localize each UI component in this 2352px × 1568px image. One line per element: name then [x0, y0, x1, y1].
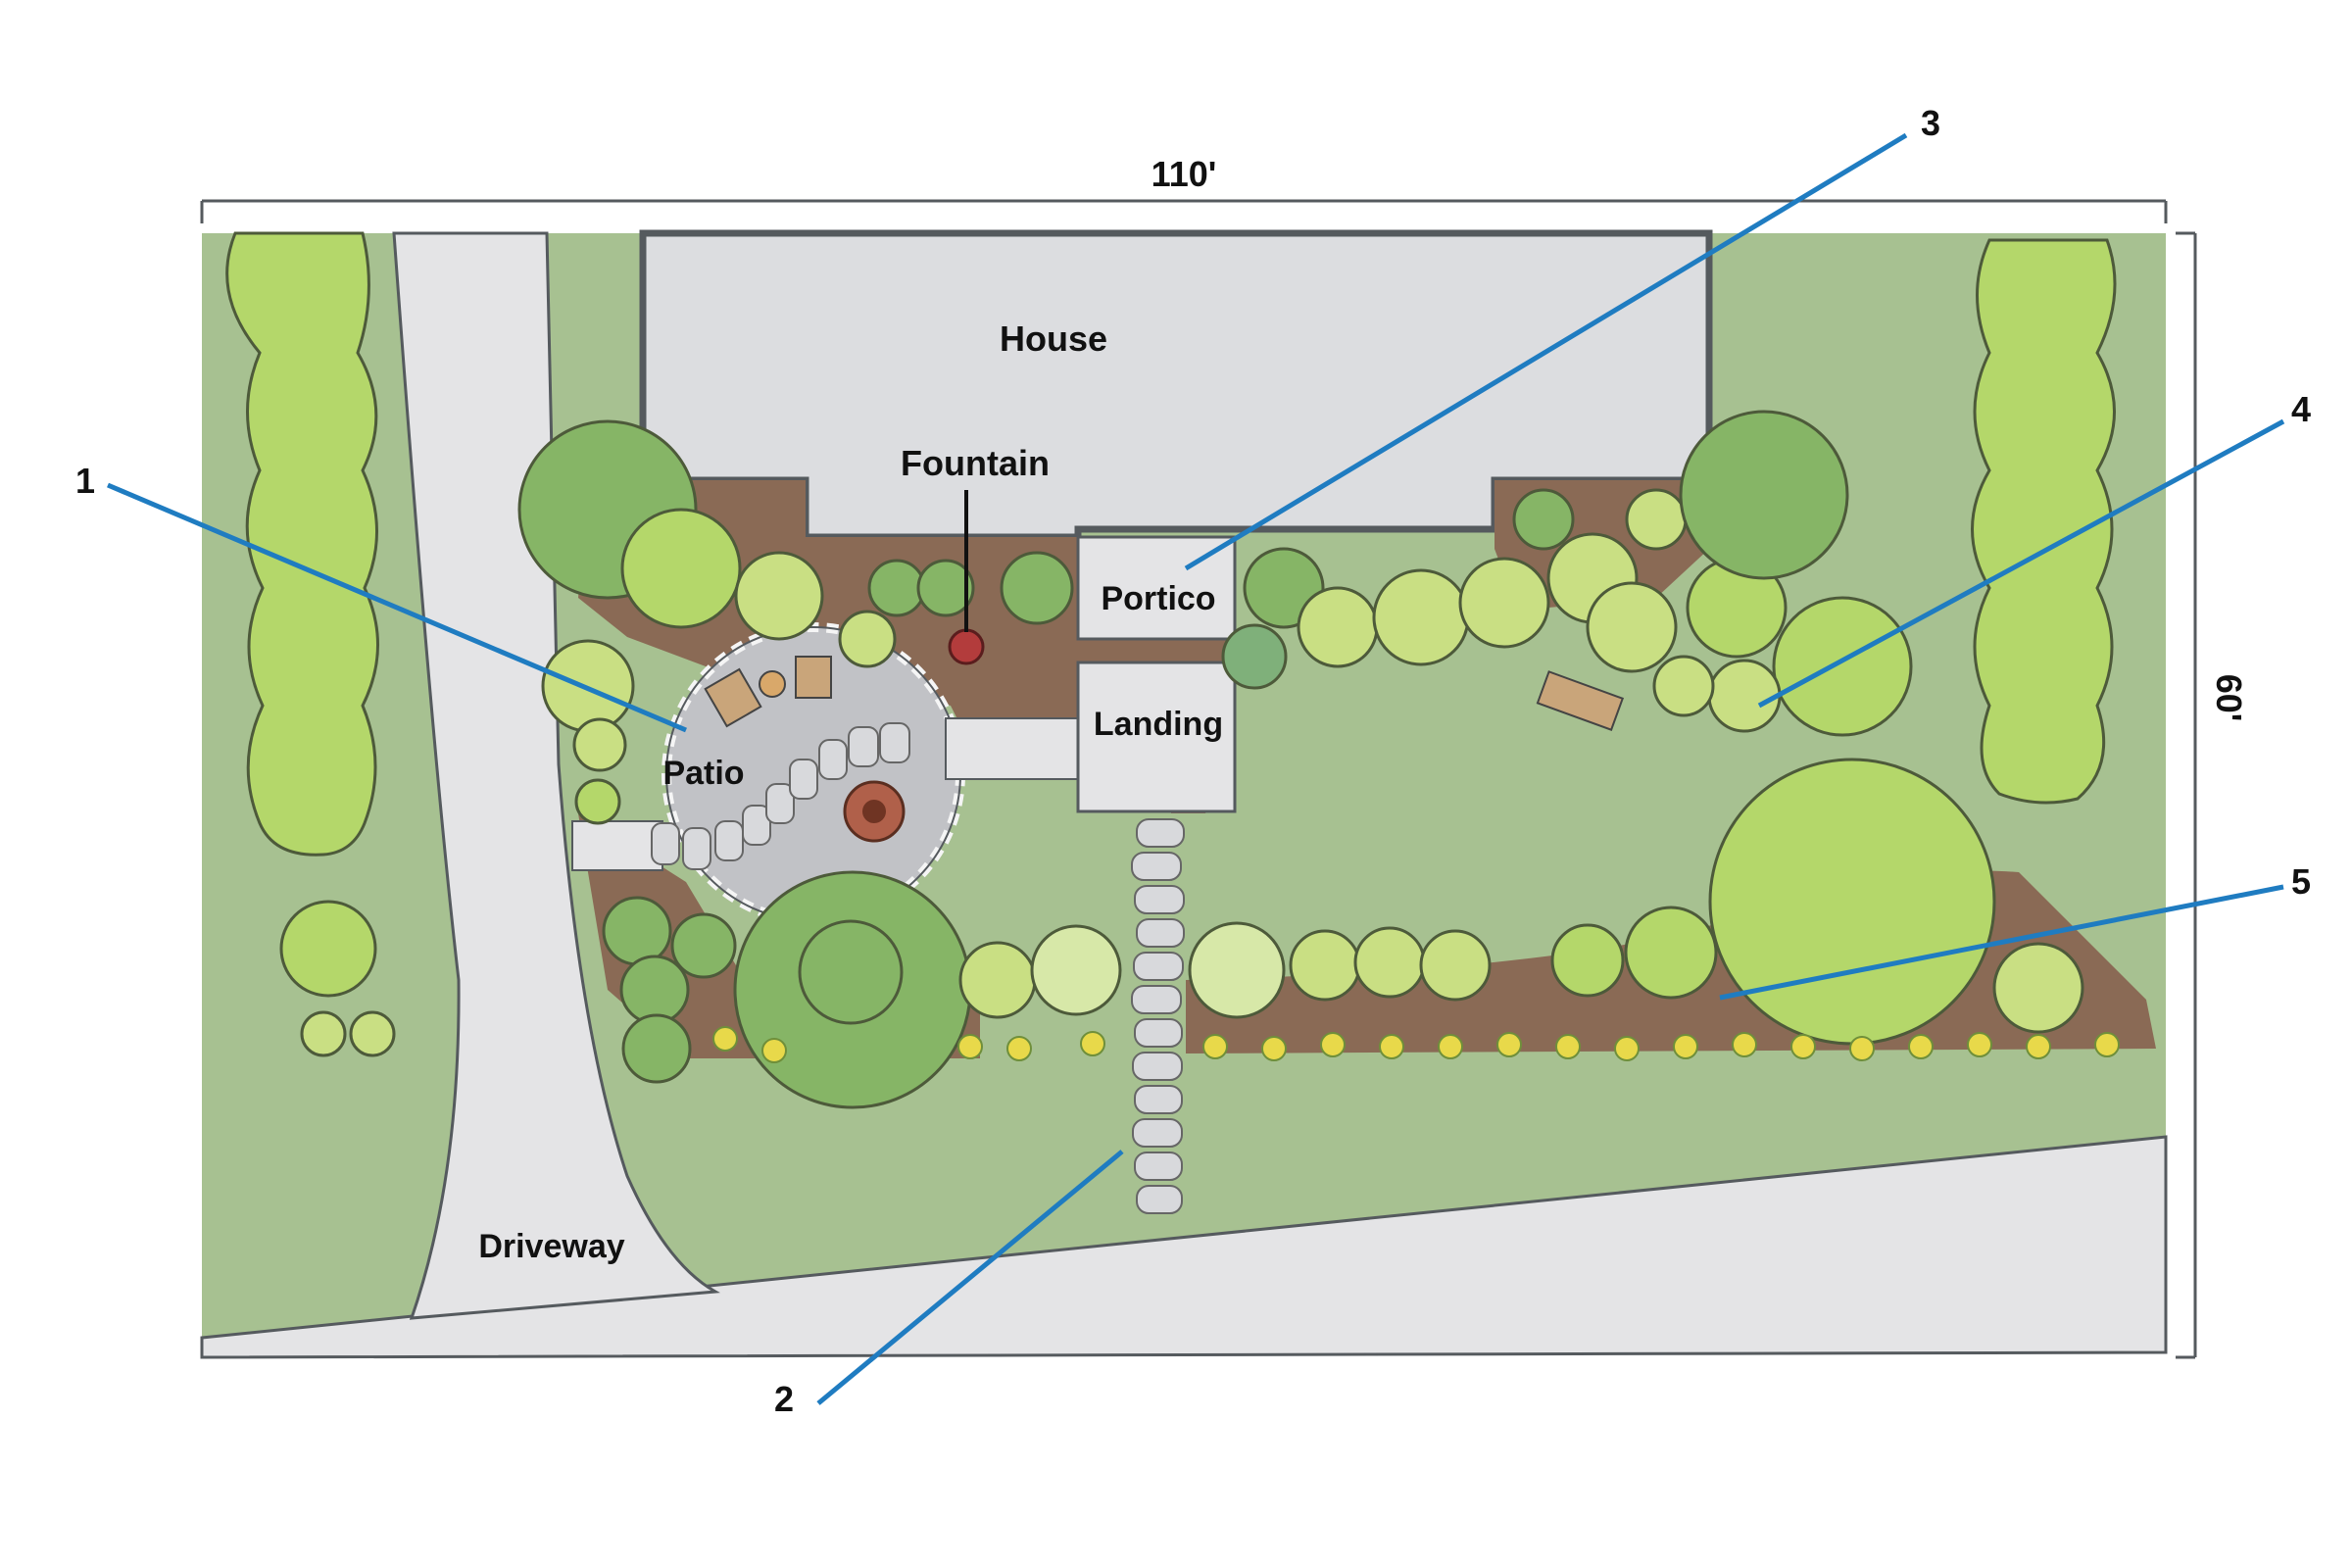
- bench-icon: [1536, 670, 1625, 731]
- leader-1: [107, 482, 687, 733]
- side-walk: [571, 820, 663, 871]
- landing: [1076, 661, 1237, 813]
- callout-5: 5: [2291, 861, 2311, 902]
- depth-dimension-line: [2176, 231, 2197, 1359]
- hedge-right: [1971, 238, 2117, 805]
- hedge-left: [225, 231, 379, 857]
- driveway-label: Driveway: [478, 1228, 624, 1265]
- driveway: [392, 231, 720, 1320]
- leader-2: [816, 1150, 1124, 1405]
- flower-border: [712, 1026, 2120, 1063]
- patio-side-table: [759, 670, 786, 698]
- callout-1: 1: [75, 461, 95, 501]
- width-label: 110': [1152, 154, 1217, 194]
- landing-label: Landing: [1094, 706, 1223, 743]
- patio-label: Patio: [662, 755, 744, 792]
- callout-3: 3: [1921, 103, 1940, 143]
- walk-stepping-stones: [1131, 818, 1185, 1214]
- callout-4: 4: [2291, 389, 2311, 429]
- house-label: House: [1000, 318, 1107, 359]
- firepit-center: [862, 800, 886, 823]
- callout-2: 2: [774, 1379, 794, 1419]
- fountain-icon: [948, 628, 985, 665]
- patio-chair-left: [704, 667, 762, 728]
- patio-stepping-stones: [651, 722, 910, 870]
- leader-3: [1184, 132, 1908, 571]
- plantings: [279, 410, 2084, 1109]
- depth-label: 60': [2209, 674, 2249, 722]
- width-dimension-line: [200, 199, 2168, 223]
- patio-chair-right: [795, 656, 832, 699]
- portico-label: Portico: [1101, 580, 1215, 617]
- fountain-label: Fountain: [901, 443, 1050, 483]
- leader-4: [1757, 418, 2285, 709]
- leader-5: [1719, 884, 2284, 1001]
- callout-leaders: [107, 132, 2285, 1405]
- street: [200, 1135, 2168, 1359]
- walk-to-landing: [945, 717, 1079, 780]
